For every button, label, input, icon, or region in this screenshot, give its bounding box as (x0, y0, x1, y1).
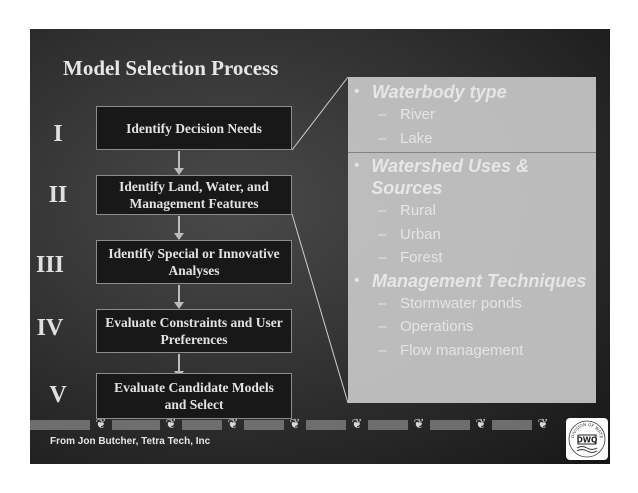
slide: Model Selection Process I II III IV V Id… (30, 29, 610, 464)
band-segment (112, 420, 160, 430)
dwq-logo-icon: DIVISION OF WATER QUALITY DWQ (564, 414, 606, 458)
panel-item: –Rural (378, 202, 436, 219)
band-segment (368, 420, 408, 430)
bullet-dot: • (354, 271, 360, 289)
logo-initials: DWQ (577, 436, 598, 445)
panel-section-watershed: • Watershed Uses & Sources –Rural –Urban… (348, 152, 596, 270)
step-numeral-1: I (53, 121, 63, 147)
leaf-icon: ❦ (165, 417, 177, 432)
panel-item: –Flow management (378, 341, 524, 359)
band-segment (30, 420, 90, 430)
panel-item: –Stormwater ponds (378, 294, 522, 312)
flow-arrow-4 (174, 354, 184, 378)
band-segment (492, 420, 532, 430)
panel-heading-management: Management Techniques (372, 270, 587, 291)
step-label-4: Evaluate Constraints and User Preference… (105, 315, 283, 347)
flow-arrow-2 (174, 216, 184, 240)
panel-item: –River (378, 106, 436, 123)
flow-arrow-1 (174, 151, 184, 175)
source-credit: From Jon Butcher, Tetra Tech, Inc (50, 436, 211, 447)
flow-arrow-3 (174, 285, 184, 309)
panel-item: –Urban (378, 225, 441, 243)
step-label-3: Identify Special or Innovative Analyses (108, 246, 280, 278)
panel-heading-watershed: Watershed Uses & Sources (371, 156, 530, 198)
band-segment (182, 420, 222, 430)
step-box-5: Evaluate Candidate Models and Select (96, 373, 292, 419)
step-label-1: Identify Decision Needs (126, 120, 262, 136)
panel-section-waterbody: • Waterbody type –River –Lake (348, 81, 596, 150)
leaf-icon: ❦ (227, 417, 239, 432)
step-box-1: Identify Decision Needs (96, 106, 292, 150)
panel-section-management: • Management Techniques –Stormwater pond… (348, 270, 596, 363)
leaf-icon: ❦ (351, 417, 363, 432)
step-box-2: Identify Land, Water, and Management Fea… (96, 175, 292, 215)
band-segment (306, 420, 346, 430)
leaf-icon: ❦ (289, 417, 301, 432)
detail-panel: • Waterbody type –River –Lake • Watershe… (348, 77, 596, 403)
panel-heading-waterbody: Waterbody type (372, 82, 507, 102)
slide-title: Model Selection Process (63, 56, 279, 80)
step-numeral-2: II (48, 182, 68, 208)
bullet-dot: • (354, 83, 360, 100)
leaf-icon: ❦ (95, 417, 107, 432)
step-box-4: Evaluate Constraints and User Preference… (96, 309, 292, 353)
step-numeral-5: V (49, 382, 67, 408)
leaf-icon: ❦ (475, 417, 487, 432)
step-numeral-3: III (35, 252, 65, 278)
dwq-logo: DIVISION OF WATER QUALITY DWQ (564, 414, 608, 460)
panel-item: –Operations (378, 318, 474, 335)
band-segment (430, 420, 470, 430)
panel-item: –Lake (378, 129, 433, 147)
step-label-2: Identify Land, Water, and Management Fea… (119, 179, 269, 211)
step-label-5: Evaluate Candidate Models and Select (114, 380, 274, 412)
decorative-band: ❦ ❦ ❦ ❦ ❦ ❦ ❦ ❦ (30, 417, 610, 433)
step-numeral-4: IV (36, 315, 64, 341)
step-box-3: Identify Special or Innovative Analyses (96, 240, 292, 284)
leaf-icon: ❦ (537, 417, 549, 432)
panel-item: –Forest (378, 249, 443, 266)
band-segment (244, 420, 284, 430)
leaf-icon: ❦ (413, 417, 425, 432)
bullet-dot: • (354, 157, 360, 174)
